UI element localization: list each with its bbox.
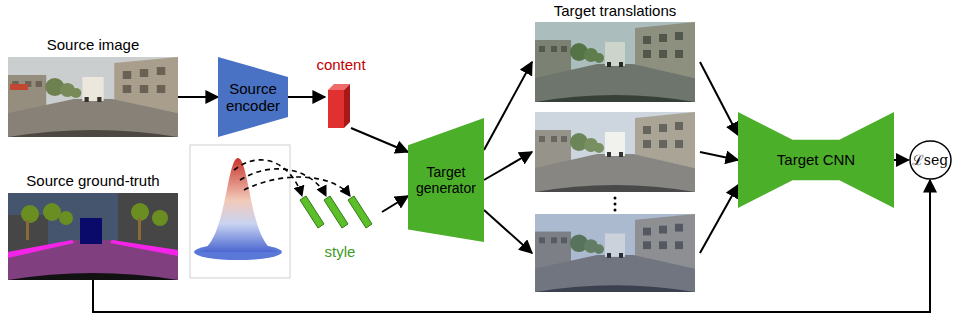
source-encoder-label: Source encoder — [218, 80, 288, 115]
arrow-line — [700, 152, 738, 160]
style-code-label: style — [325, 243, 356, 260]
arrow-connector — [288, 97, 325, 98]
arrow-line — [894, 159, 909, 161]
arrow-line — [351, 128, 408, 152]
arrow-connector — [93, 180, 930, 312]
arrow-line — [93, 180, 930, 312]
seg-loss: ℒseg — [909, 140, 952, 180]
arrow-connector — [351, 128, 408, 152]
source-image-label: Source image — [47, 36, 140, 53]
source-image: Source image — [8, 36, 178, 138]
arrow-line — [382, 196, 408, 212]
style-vectors — [300, 196, 372, 228]
content-feature-label: content — [316, 56, 365, 73]
target-cnn-fill — [738, 112, 894, 208]
translated-images — [535, 22, 695, 292]
arrow-line — [700, 62, 738, 135]
target-translations: Target translations — [532, 2, 698, 294]
arrow-line — [484, 62, 532, 150]
source-ground-truth-label: Source ground-truth — [26, 172, 159, 189]
target-cnn: Target CNN — [738, 112, 894, 208]
arrow-line — [178, 96, 218, 98]
content-tensor — [328, 84, 350, 128]
content-feature: content — [313, 56, 369, 130]
style-code: style — [295, 192, 385, 260]
source-photo — [8, 57, 178, 137]
arrow-connector — [894, 160, 909, 161]
segmentation-map — [8, 193, 178, 280]
source-encoder: Source encoder — [218, 57, 288, 137]
arrow-connector — [382, 196, 408, 212]
source-ground-truth: Source ground-truth — [5, 172, 181, 280]
arrow-line — [484, 210, 532, 253]
target-translations-label: Target translations — [554, 2, 677, 19]
source-encoder-fill — [218, 57, 288, 137]
target-generator: Target generator — [408, 118, 484, 242]
arrow-connector — [700, 62, 738, 253]
seg-loss-label: ℒseg — [912, 152, 948, 168]
arrow-line — [484, 152, 532, 180]
target-generator-fill — [408, 118, 484, 242]
arrow-line — [288, 96, 325, 98]
arrow-connector — [178, 97, 218, 98]
arrow-connector — [484, 62, 532, 253]
target-cnn-label: Target CNN — [777, 151, 855, 168]
target-generator-label: Target generator — [408, 164, 484, 196]
arrow-line — [700, 185, 738, 253]
seg-loss-fill — [910, 141, 951, 179]
